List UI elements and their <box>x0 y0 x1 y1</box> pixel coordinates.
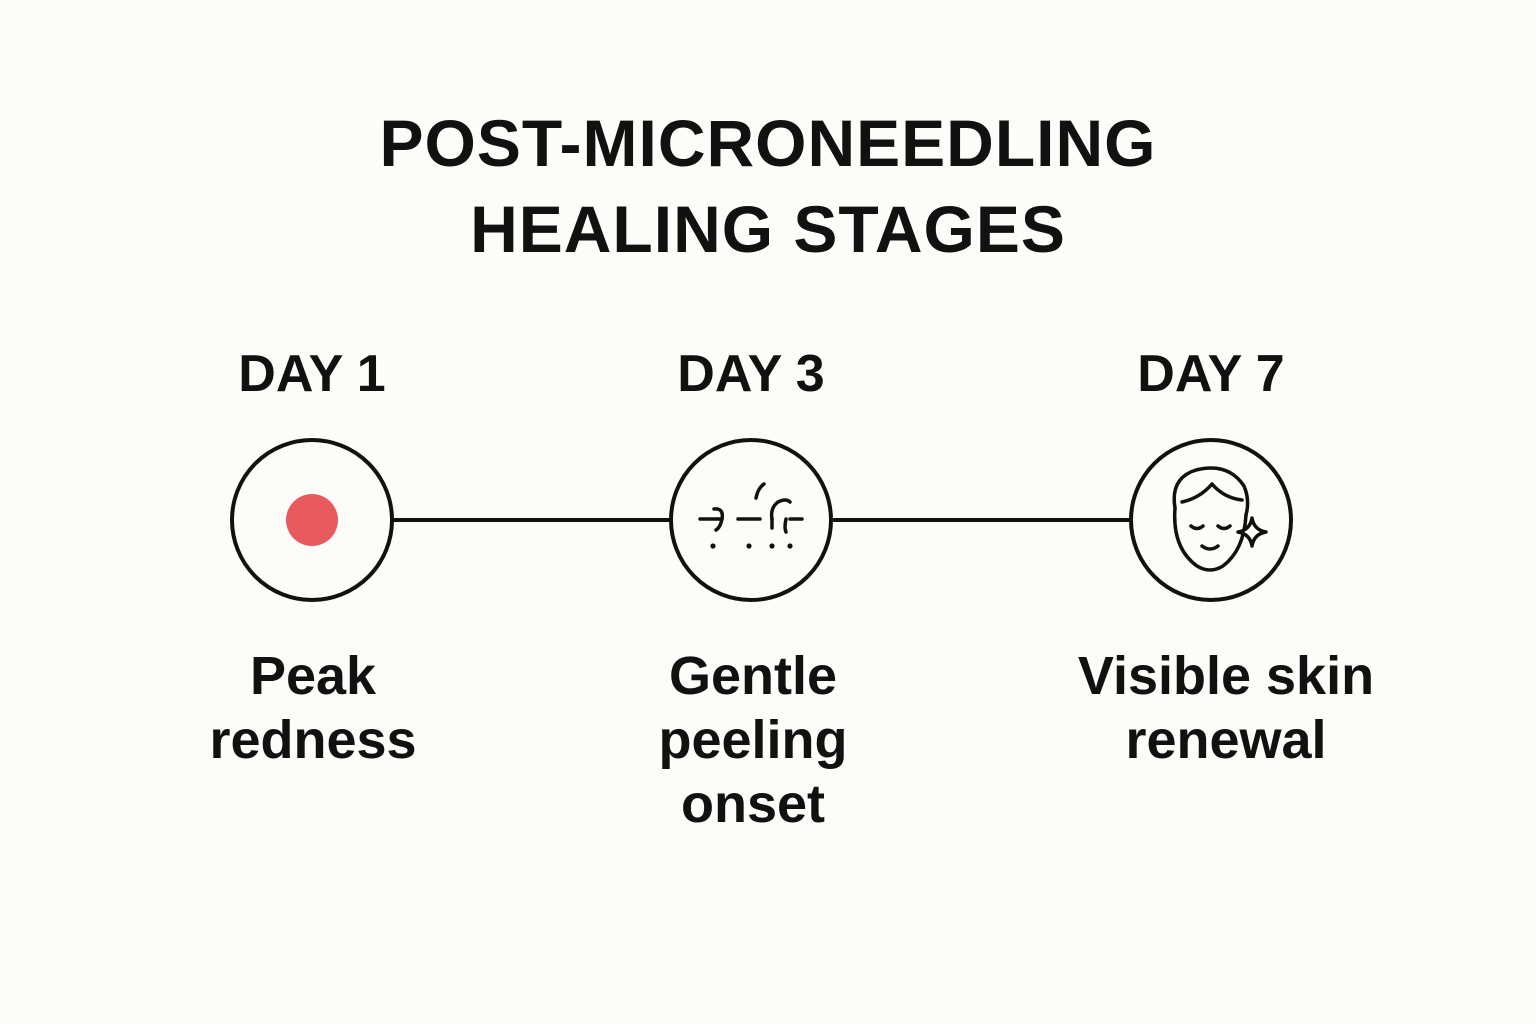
stage-description-line: Gentle <box>668 646 838 706</box>
stage-description-line: peeling <box>658 710 848 770</box>
title-line-2: HEALING STAGES <box>470 192 1066 266</box>
stage-description-line: Peak <box>249 646 377 706</box>
stage-description-line: onset <box>680 774 826 834</box>
stage-description-day-1: Peak redness <box>123 644 503 772</box>
glowing-face-icon <box>1172 466 1268 572</box>
stage-day-label-1: DAY 1 <box>238 345 386 403</box>
stage-description-line: renewal <box>1125 710 1327 770</box>
stage-description-day-7: Visible skin renewal <box>1036 644 1416 772</box>
stage-day-label-7: DAY 7 <box>1137 345 1285 403</box>
peeling-skin-icon <box>698 482 804 549</box>
stage-node-day-3 <box>669 438 833 602</box>
red-dot-icon <box>286 494 338 546</box>
title-line-1: POST-MICRONEEDLING <box>379 106 1157 180</box>
stage-description-line: redness <box>209 710 417 770</box>
stage-description-line: Visible skin <box>1077 646 1375 706</box>
stage-node-day-1 <box>230 438 394 602</box>
stage-day-label-3: DAY 3 <box>677 345 825 403</box>
stage-description-day-3: Gentle peeling onset <box>563 644 943 836</box>
diagram-title: POST-MICRONEEDLING HEALING STAGES <box>0 100 1536 272</box>
stage-node-day-7 <box>1129 438 1293 602</box>
